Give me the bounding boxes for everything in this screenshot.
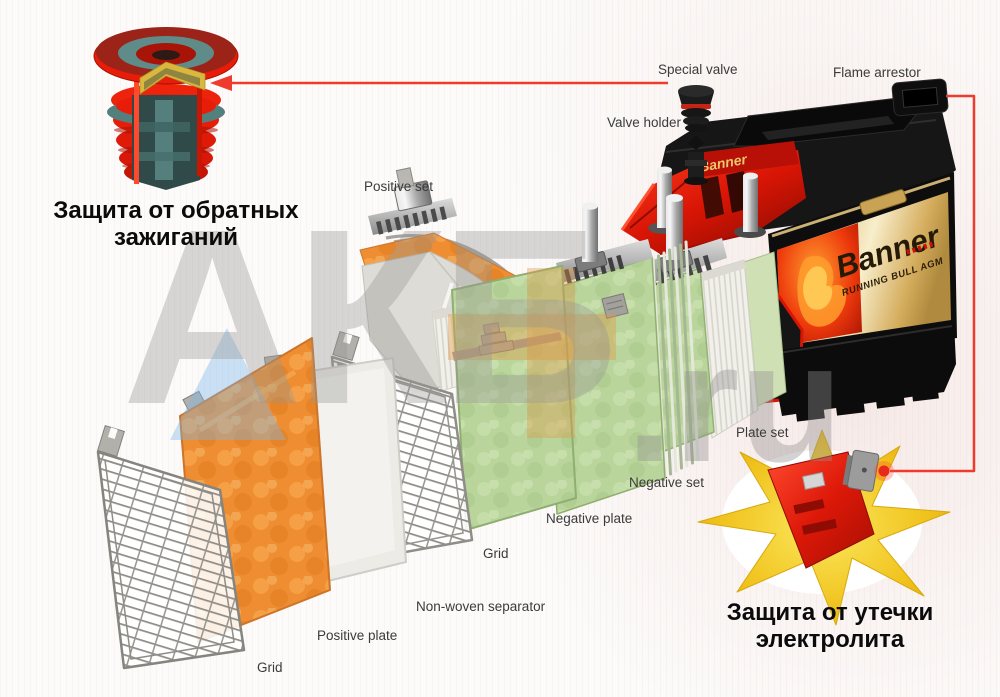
valve-cap-top <box>678 85 714 97</box>
special-valve-part <box>678 85 714 150</box>
negative-set-illustration <box>543 202 700 515</box>
base-ridge <box>771 325 953 355</box>
bull-icon-glow <box>803 266 833 310</box>
strap-block <box>393 167 433 212</box>
grid-frame <box>104 458 235 660</box>
cut-face <box>134 64 139 184</box>
callout-arrowhead <box>210 75 232 91</box>
valve-tip <box>688 136 704 150</box>
valve-holder-part <box>684 152 708 185</box>
red-band <box>681 104 711 109</box>
cut-face <box>197 64 202 176</box>
separator-top-edge <box>698 260 746 282</box>
flame-arrestor-part <box>891 78 949 117</box>
cell-post-cap <box>666 194 683 202</box>
label-dots <box>906 241 934 255</box>
valve-thread <box>683 116 709 126</box>
backfire-valve-illustration <box>93 27 239 190</box>
base-feet <box>795 383 939 422</box>
holder-base <box>684 177 708 185</box>
grid-bottom-illustration <box>96 425 246 670</box>
battery-base <box>770 322 956 416</box>
cone-shadow <box>144 68 200 90</box>
grid-tab <box>332 330 360 362</box>
callout-lines <box>210 75 976 481</box>
interior-arm <box>138 122 190 132</box>
deck-rim <box>620 183 656 231</box>
plate-sheen <box>198 369 297 433</box>
cell-opening <box>700 176 724 219</box>
flange-hole <box>152 50 180 60</box>
valve-thread <box>685 124 707 132</box>
interior-column <box>155 100 173 180</box>
terminal-post <box>734 172 766 238</box>
green-plate <box>451 265 577 531</box>
clip <box>802 471 826 490</box>
bus-bar-teeth <box>376 206 447 235</box>
valve-thread <box>681 108 711 118</box>
label-badge <box>859 189 907 216</box>
grid-mesh <box>96 450 246 670</box>
handle-slot <box>762 116 894 140</box>
grid-tab <box>97 425 125 457</box>
mini-label-strip <box>688 141 799 178</box>
stepped-lug <box>478 322 515 356</box>
holder-band <box>685 160 707 166</box>
negative-plate-illustration <box>451 265 577 531</box>
lug-tab <box>601 293 629 319</box>
cell-post <box>582 206 598 262</box>
callout-dot <box>878 465 890 477</box>
cell-post-cap <box>582 202 598 210</box>
flame-arrestor-callout-line <box>890 94 976 473</box>
vent-slots <box>793 499 838 535</box>
yellow-cone <box>139 61 206 95</box>
cell-post <box>666 198 683 260</box>
leak-protection-illustration <box>697 429 951 626</box>
gray-plug <box>842 449 880 492</box>
interior-arm <box>138 152 190 161</box>
